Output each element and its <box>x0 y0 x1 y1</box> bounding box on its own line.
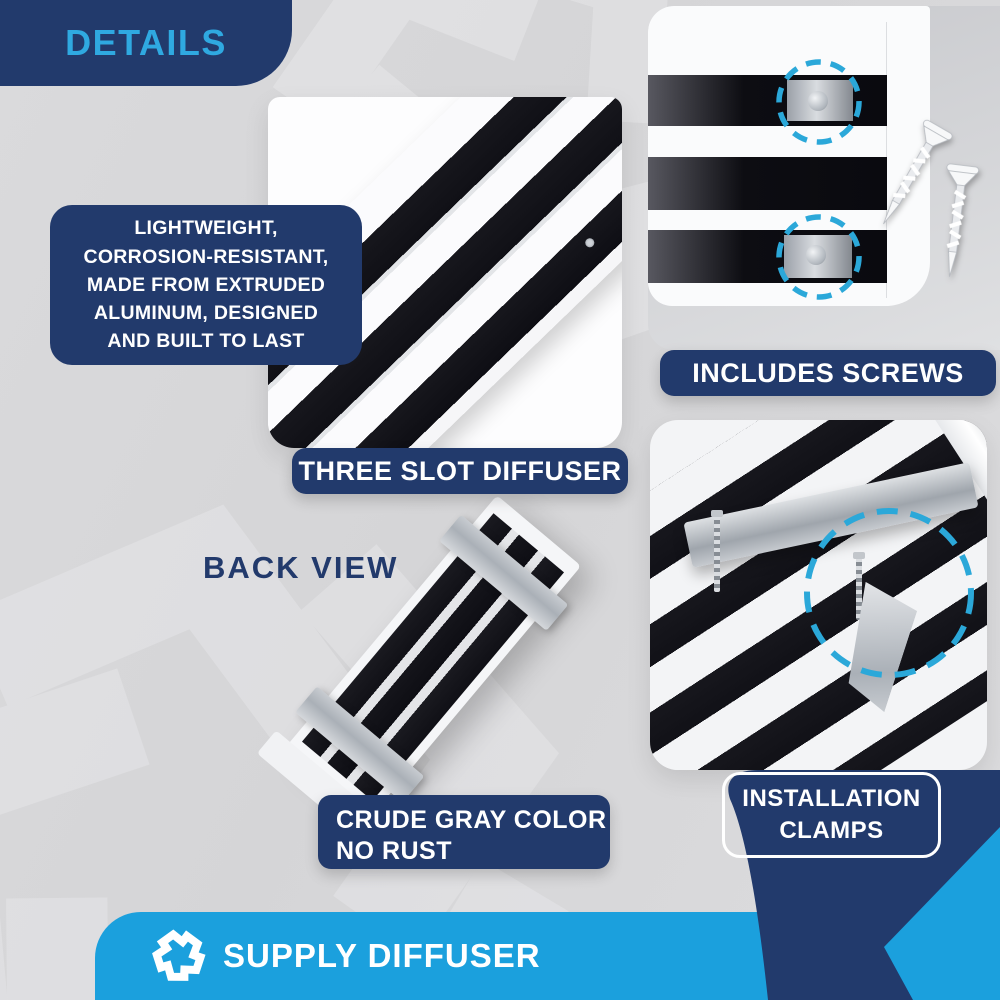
back-caption-line: NO RUST <box>336 836 452 865</box>
feature-line: ALUMINUM, DESIGNED <box>93 302 319 325</box>
front-caption: THREE SLOT DIFFUSER <box>292 448 628 494</box>
pinwheel-diffuser-icon <box>152 929 206 981</box>
feature-line: AND BUILT TO LAST <box>107 330 305 353</box>
back-view-photo <box>250 490 620 848</box>
details-title: DETAILS <box>65 22 227 63</box>
dashed-circle-highlight-icon <box>776 59 862 145</box>
screw-icon <box>883 119 953 225</box>
diffuser-back-graphic <box>256 495 582 848</box>
slot-band <box>648 157 887 210</box>
dashed-circle-highlight-icon <box>776 214 862 300</box>
screws-closeup-photo <box>648 6 1000 350</box>
slot-screw-dot <box>583 236 597 250</box>
clamps-caption-line: CLAMPS <box>779 817 884 844</box>
feature-line: MADE FROM EXTRUDED <box>86 273 326 296</box>
installation-clamps-photo <box>650 420 987 770</box>
feature-line: LIGHTWEIGHT, <box>134 217 278 240</box>
screw-icon <box>946 163 980 277</box>
slot-band <box>648 75 887 126</box>
bracket-screw <box>711 510 723 592</box>
brand-name: SUPPLY DIFFUSER <box>223 937 541 974</box>
feature-text-box: LIGHTWEIGHT, CORROSION-RESISTANT, MADE F… <box>50 205 362 365</box>
screws-caption: INCLUDES SCREWS <box>660 350 996 396</box>
feature-line: CORROSION-RESISTANT, <box>83 245 329 268</box>
screws-caption-label: INCLUDES SCREWS <box>692 357 964 388</box>
clamps-caption-line: INSTALLATION <box>742 785 921 813</box>
front-caption-label: THREE SLOT DIFFUSER <box>298 455 622 486</box>
slot-band <box>648 230 887 283</box>
clamps-caption: INSTALLATION CLAMPS <box>722 772 941 858</box>
back-caption: CRUDE GRAY COLOR NO RUST <box>318 795 610 869</box>
back-caption-line: CRUDE GRAY COLOR <box>336 806 607 834</box>
screw-head <box>806 245 826 265</box>
dashed-circle-highlight-icon <box>804 508 974 678</box>
screw-head <box>808 91 828 111</box>
back-view-heading: BACK VIEW <box>203 550 399 585</box>
details-header: DETAILS <box>0 0 292 86</box>
corner-decoration <box>728 770 1000 1000</box>
bracket-screw <box>853 552 865 620</box>
